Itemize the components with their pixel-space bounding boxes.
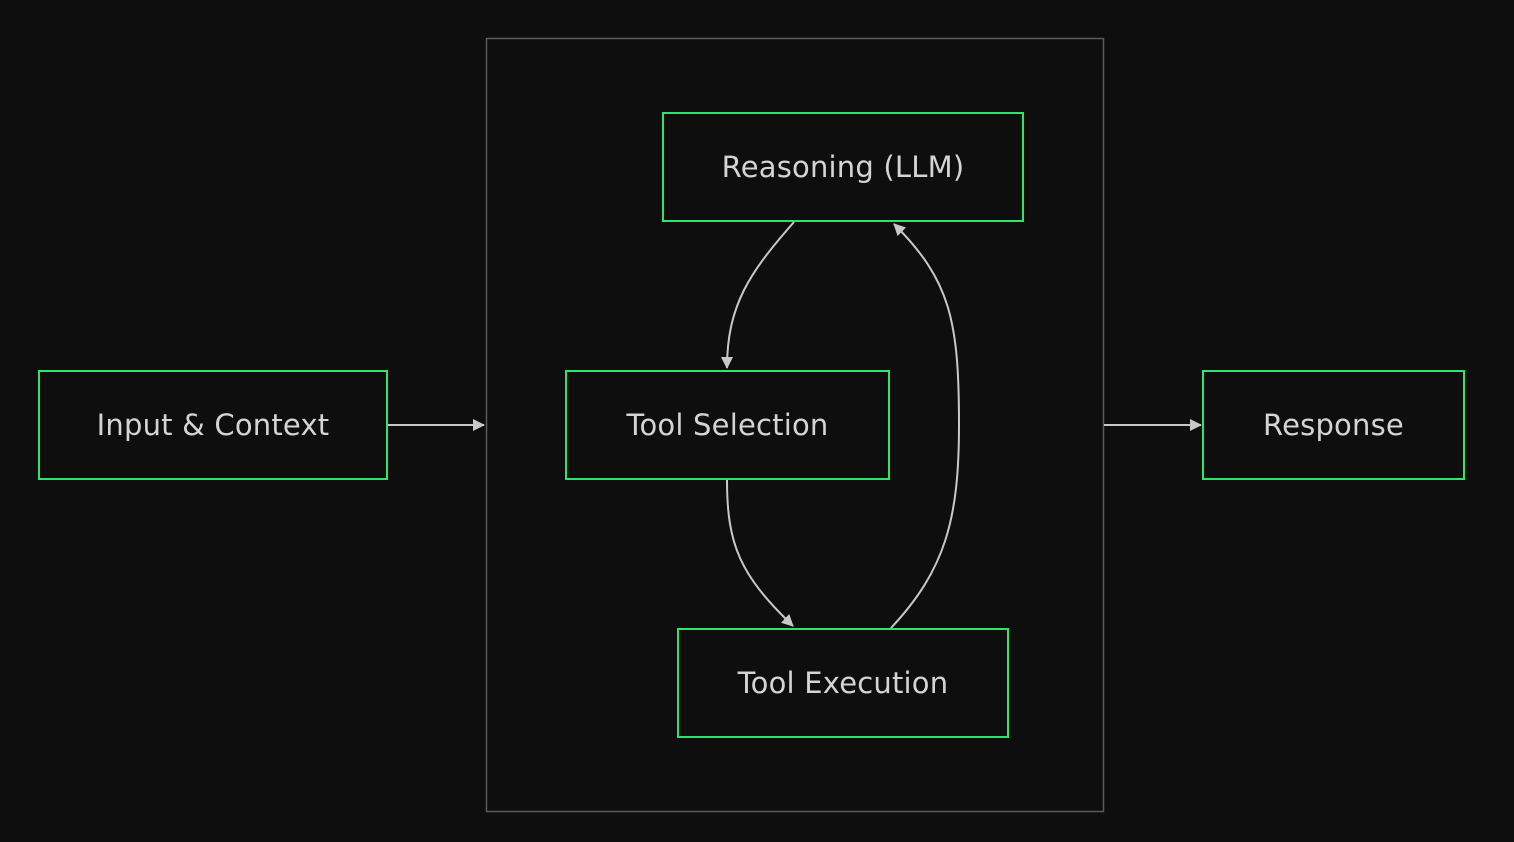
node-tool-selection-label: Tool Selection (626, 408, 829, 442)
node-reasoning-llm-label: Reasoning (LLM) (721, 150, 965, 184)
agent-loop-group (485, 37, 1105, 813)
node-tool-execution-label: Tool Execution (737, 666, 949, 700)
node-response[interactable]: Response (1202, 370, 1465, 480)
node-tool-selection[interactable]: Tool Selection (565, 370, 890, 480)
node-input-context-label: Input & Context (96, 408, 330, 442)
edge-reasoning-to-tool-selection (721, 221, 795, 369)
node-response-label: Response (1263, 408, 1404, 442)
edge-tool-execution-to-reasoning (890, 223, 961, 629)
node-reasoning-llm[interactable]: Reasoning (LLM) (662, 112, 1024, 222)
edge-tool-selection-to-tool-execution (726, 479, 794, 627)
node-input-context[interactable]: Input & Context (38, 370, 388, 480)
node-tool-execution[interactable]: Tool Execution (677, 628, 1009, 738)
